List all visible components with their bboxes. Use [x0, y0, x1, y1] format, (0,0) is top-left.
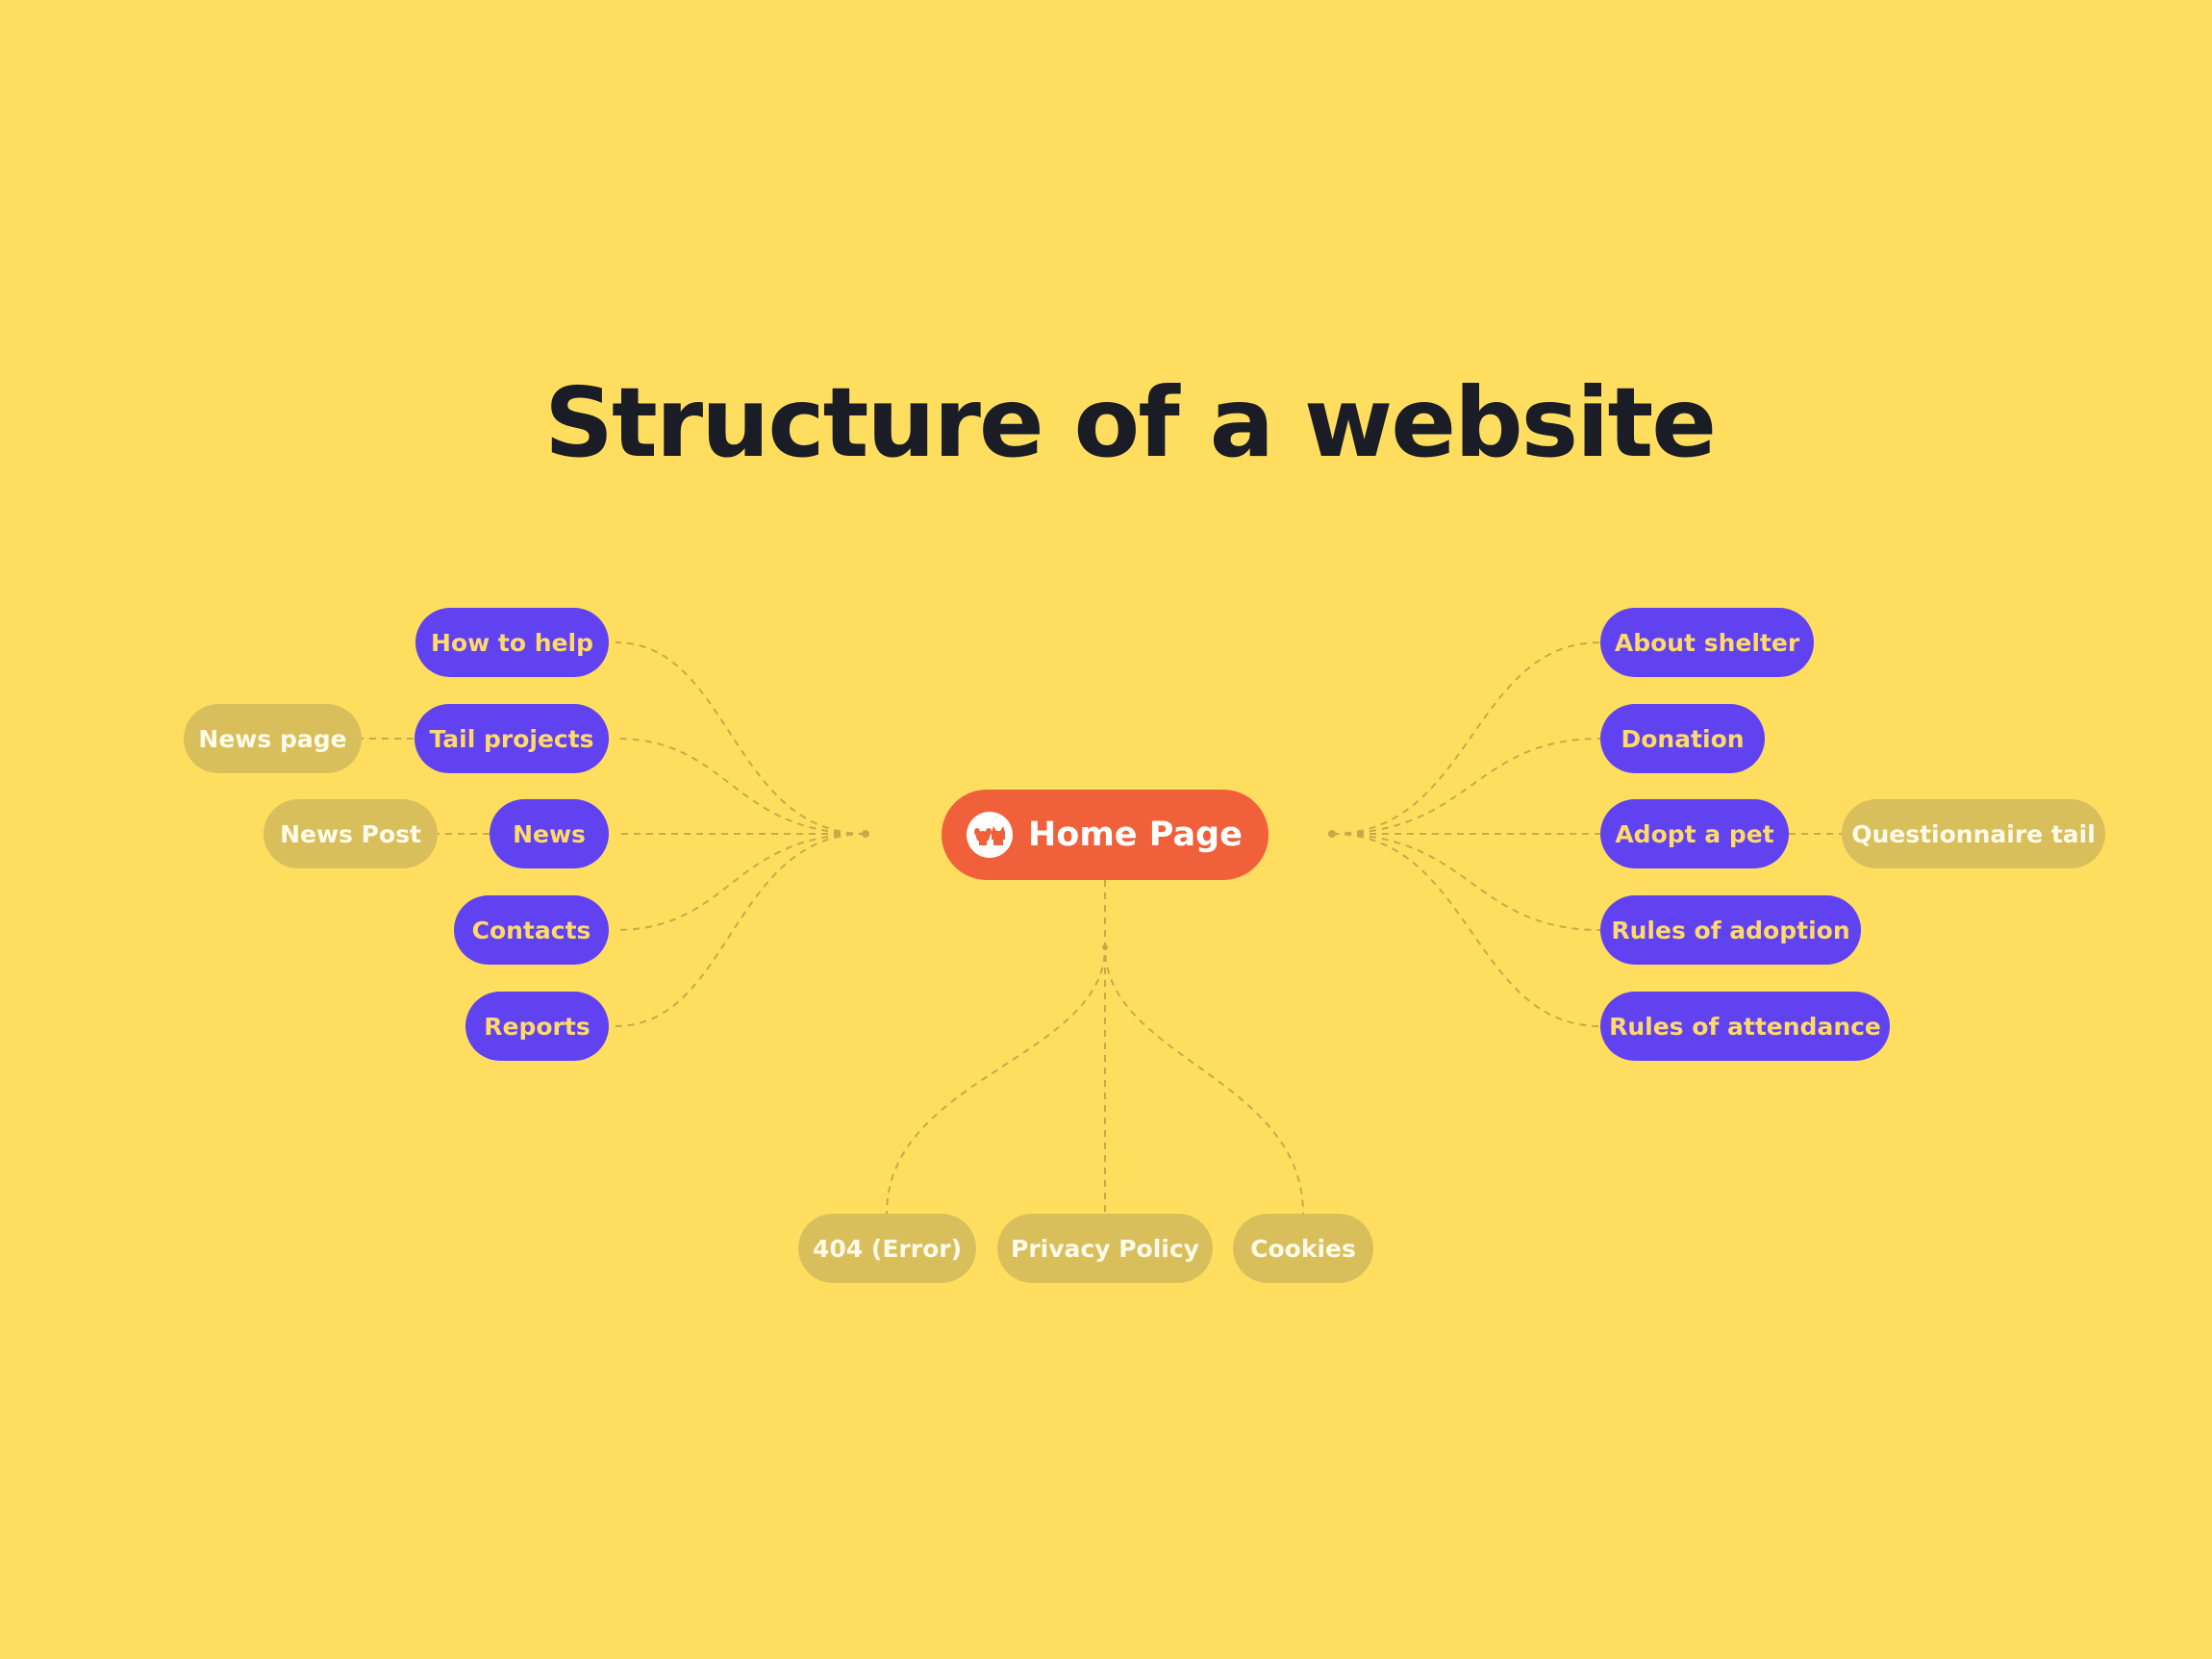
junction-right — [1328, 830, 1336, 838]
connector-how-to-help — [615, 641, 867, 835]
pet-logo-icon — [967, 812, 1013, 858]
page-404-error[interactable]: 404 (Error) — [798, 1214, 976, 1283]
page-rules-of-attendance[interactable]: Rules of attendance — [1600, 992, 1890, 1061]
connector-tail-projects — [615, 738, 867, 835]
connector-404 — [886, 880, 1106, 1215]
connector-about-shelter — [1331, 641, 1601, 835]
page-tail-projects[interactable]: Tail projects — [415, 704, 609, 773]
page-cookies[interactable]: Cookies — [1233, 1214, 1373, 1283]
page-privacy-policy[interactable]: Privacy Policy — [997, 1214, 1213, 1283]
page-about-shelter[interactable]: About shelter — [1600, 608, 1814, 677]
connector-rules-of-adoption — [1331, 833, 1601, 931]
connector-reports — [615, 833, 867, 1027]
home-page-label: Home Page — [1028, 816, 1243, 854]
page-news-page[interactable]: News page — [184, 704, 362, 773]
page-reports[interactable]: Reports — [465, 992, 609, 1061]
page-news-post[interactable]: News Post — [264, 799, 438, 868]
connector-rules-of-attendance — [1331, 833, 1601, 1027]
page-questionnaire-tail[interactable]: Questionnaire tail — [1842, 799, 2105, 868]
junction-left — [862, 830, 869, 838]
connector-cookies — [1104, 880, 1304, 1215]
page-donation[interactable]: Donation — [1600, 704, 1765, 773]
connector-contacts — [615, 833, 867, 931]
diagram-title: Structure of a website — [544, 366, 1717, 479]
junction-bottom — [1102, 944, 1108, 950]
connector-donation — [1331, 738, 1601, 835]
page-how-to-help[interactable]: How to help — [415, 608, 609, 677]
page-contacts[interactable]: Contacts — [454, 895, 609, 965]
page-rules-of-adoption[interactable]: Rules of adoption — [1600, 895, 1861, 965]
home-page-node[interactable]: Home Page — [942, 790, 1269, 880]
page-news[interactable]: News — [490, 799, 609, 868]
page-adopt-a-pet[interactable]: Adopt a pet — [1600, 799, 1789, 868]
